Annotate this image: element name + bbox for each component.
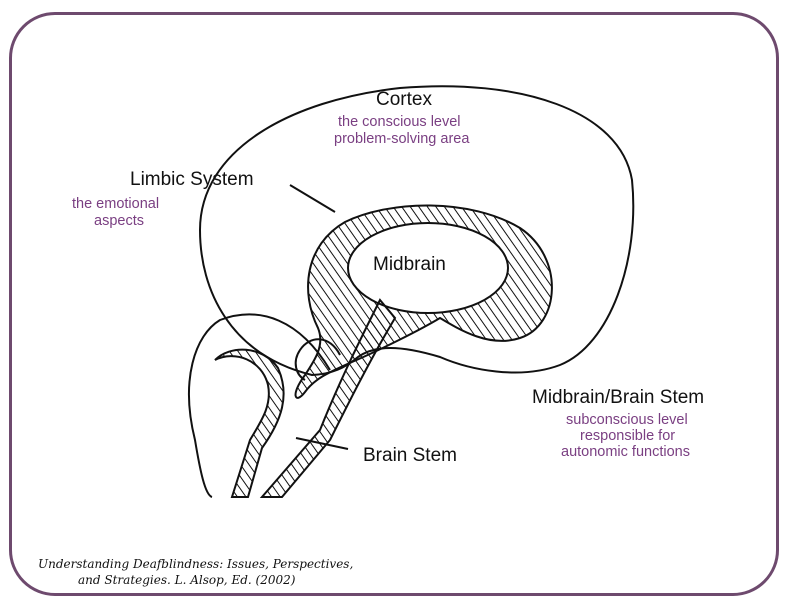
- citation-line-2: and Strategies. L. Alsop, Ed. (2002): [38, 572, 353, 588]
- midbrain-stem-desc-2: responsible for: [580, 429, 675, 445]
- limbic-label: Limbic System: [130, 170, 254, 191]
- brainstem-label: Brain Stem: [363, 446, 457, 467]
- cortex-desc-2: problem-solving area: [334, 132, 469, 148]
- midbrain-stem-label: Midbrain/Brain Stem: [532, 388, 704, 409]
- limbic-pointer: [290, 185, 335, 212]
- citation: Understanding Deafblindness: Issues, Per…: [38, 556, 353, 588]
- limbic-desc-2: aspects: [94, 214, 144, 230]
- citation-line-1: Understanding Deafblindness: Issues, Per…: [38, 557, 353, 571]
- cortex-label: Cortex: [376, 90, 432, 111]
- left-stalk-shape: [215, 350, 284, 497]
- midbrain-stem-desc-3: autonomic functions: [561, 445, 690, 461]
- limbic-desc-1: the emotional: [72, 197, 159, 213]
- midbrain-stem-desc-1: subconscious level: [566, 413, 688, 429]
- midbrain-label: Midbrain: [373, 255, 446, 276]
- cortex-desc-1: the conscious level: [338, 115, 461, 131]
